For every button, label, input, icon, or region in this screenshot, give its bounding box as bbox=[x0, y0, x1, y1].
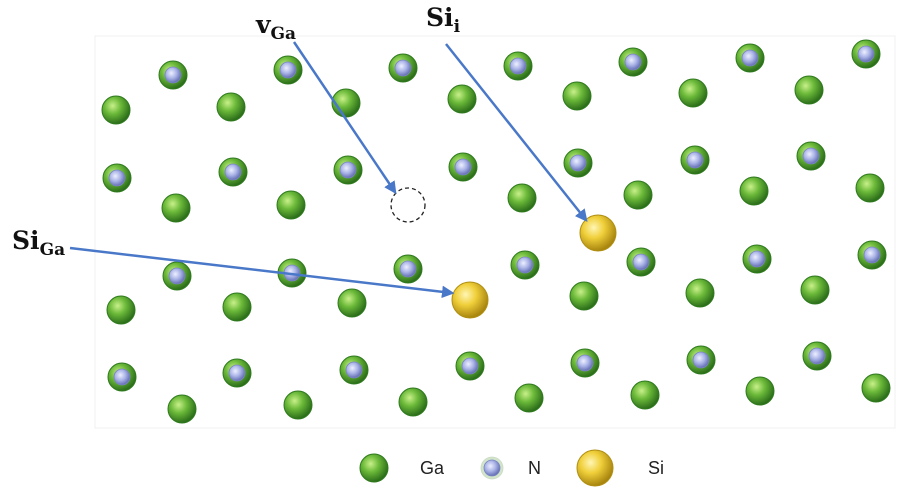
ga-atom bbox=[283, 390, 313, 420]
ga-atom bbox=[569, 281, 599, 311]
n-atom bbox=[113, 368, 131, 386]
ga-atom bbox=[800, 275, 830, 305]
ga-vacancy-marker bbox=[390, 187, 426, 223]
ga-atom bbox=[685, 278, 715, 308]
ga-atom bbox=[623, 180, 653, 210]
n-atom bbox=[168, 267, 186, 285]
n-atom bbox=[692, 351, 710, 369]
ga-atom bbox=[101, 95, 131, 125]
lattice-background bbox=[94, 35, 896, 429]
ga-atom bbox=[562, 81, 592, 111]
si-atom-icon bbox=[576, 449, 614, 487]
n-atom bbox=[863, 246, 881, 264]
n-atom bbox=[576, 354, 594, 372]
ga-atom bbox=[678, 78, 708, 108]
legend-label-ga: Ga bbox=[420, 458, 445, 478]
vacancy-label-base: v bbox=[256, 10, 271, 39]
n-atom bbox=[164, 66, 182, 84]
ga-atom bbox=[216, 92, 246, 122]
n-atom bbox=[741, 49, 759, 67]
ga-atom bbox=[276, 190, 306, 220]
ga-atom bbox=[447, 84, 477, 114]
ga-atom bbox=[106, 295, 136, 325]
substitutional-label: SiGa bbox=[12, 228, 65, 259]
n-atom bbox=[516, 256, 534, 274]
legend-label-si: Si bbox=[648, 458, 665, 478]
n-atom bbox=[748, 250, 766, 268]
n-atom bbox=[461, 357, 479, 375]
ga-atom bbox=[794, 75, 824, 105]
n-atom bbox=[399, 260, 417, 278]
n-atom bbox=[686, 151, 704, 169]
defect-arrows bbox=[69, 41, 588, 299]
ga-atom bbox=[861, 373, 891, 403]
n-atom bbox=[108, 169, 126, 187]
ga-atom bbox=[161, 193, 191, 223]
ga-atom bbox=[337, 288, 367, 318]
n-atom bbox=[228, 364, 246, 382]
n-atom bbox=[509, 57, 527, 75]
interstitial-label-base: Si bbox=[426, 3, 454, 32]
ga-atom bbox=[167, 394, 197, 424]
vacancy-label-sub: Ga bbox=[270, 24, 297, 44]
n-atom bbox=[339, 161, 357, 179]
ga-atom bbox=[514, 383, 544, 413]
interstitial-arrow bbox=[445, 43, 588, 222]
ga-atom bbox=[855, 173, 885, 203]
substitutional-label-sub: Ga bbox=[39, 240, 66, 260]
n-atom bbox=[569, 154, 587, 172]
n-atom bbox=[345, 361, 363, 379]
ga-atom-icon bbox=[359, 453, 389, 483]
n-atom-icon bbox=[483, 459, 501, 477]
vacancy-label: vGa bbox=[256, 12, 296, 43]
interstitial-label: Sii bbox=[426, 5, 460, 36]
n-atom bbox=[857, 45, 875, 63]
n-atom bbox=[394, 59, 412, 77]
ga-atom bbox=[398, 387, 428, 417]
n-atom bbox=[632, 253, 650, 271]
ga-atom bbox=[745, 376, 775, 406]
legend-label-n: N bbox=[528, 458, 541, 478]
interstitial-label-sub: i bbox=[453, 17, 461, 37]
n-atom bbox=[624, 53, 642, 71]
ga-atom bbox=[739, 176, 769, 206]
n-atom bbox=[224, 163, 242, 181]
n-atom bbox=[454, 158, 472, 176]
n-atom bbox=[802, 147, 820, 165]
legend-icons bbox=[359, 449, 614, 487]
substitutional-label-base: Si bbox=[12, 226, 40, 255]
si-atom bbox=[579, 214, 617, 252]
si-atom bbox=[451, 281, 489, 319]
ga-atom bbox=[507, 183, 537, 213]
n-atom bbox=[808, 347, 826, 365]
n-atom bbox=[279, 61, 297, 79]
vacancy-arrow bbox=[292, 41, 397, 195]
ga-atom bbox=[630, 380, 660, 410]
substitutional-arrow bbox=[69, 246, 455, 299]
ga-atom bbox=[222, 292, 252, 322]
atom-layer bbox=[101, 39, 891, 424]
